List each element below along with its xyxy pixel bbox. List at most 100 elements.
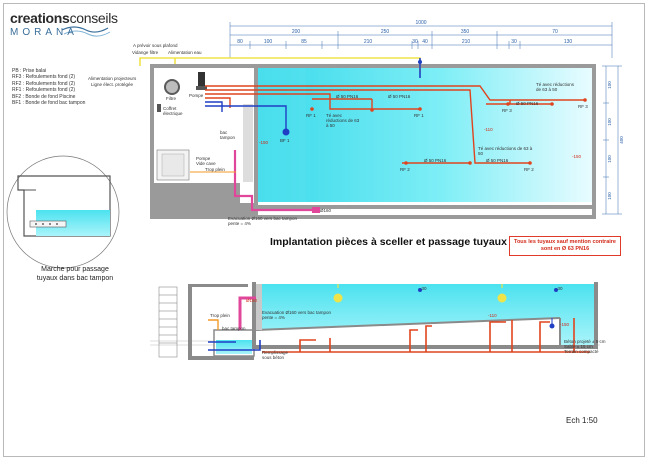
- dim-row1: 200: [292, 29, 301, 35]
- drawing-sheet: [3, 3, 645, 457]
- label-coffret: Coffret électrique: [163, 106, 183, 116]
- label-rf3: RF 3: [578, 104, 588, 109]
- label-alimentation-eau: Alimentation eau: [168, 50, 202, 55]
- label-terrain: Terrain compacté: [564, 349, 599, 354]
- main-drain-bf1: [282, 128, 290, 136]
- label-rf2: RF 2: [400, 167, 410, 172]
- logo-subtitle: MORANA: [10, 27, 78, 38]
- dim-right-part: 100: [607, 81, 612, 89]
- section-pool-shell: [252, 282, 598, 349]
- section-tech-room-wall: [188, 284, 192, 360]
- evacuation-pipe: [233, 150, 312, 212]
- dim-right-total: 400: [619, 136, 624, 144]
- pump-unit: [198, 72, 205, 86]
- label-pipe-50: Ø 50 PN16: [516, 101, 539, 106]
- dim-row2: 85: [301, 39, 307, 45]
- electric-box: [157, 104, 161, 112]
- top-dimensions: [229, 22, 613, 58]
- label-bac-tampon-section: bac tampon: [222, 326, 246, 331]
- label-reductions-top: Té avec réductions de 63 à 50: [536, 82, 575, 92]
- dim-row2: 80: [237, 39, 243, 45]
- label-pipe-50: Ø 50 PN16: [388, 94, 411, 99]
- red-pipe-network: [205, 85, 585, 164]
- dim-row1: 350: [461, 29, 470, 35]
- label-pompe: Pompe: [189, 93, 204, 98]
- logo-wave: [61, 26, 109, 33]
- label-evacuation-section: Evacuation Ø160 vers bac tampon pente = …: [262, 310, 332, 320]
- pool-step-zone: [258, 68, 306, 202]
- skimmer-blue: [418, 288, 422, 292]
- legend-item: PB : Prise balai: [12, 68, 47, 74]
- scale-label: Ech 1:50: [566, 416, 598, 425]
- inset-caption: Marche pour passage tuyaux dans bac tamp…: [20, 265, 130, 283]
- label-bac-tampon: bac tampon: [220, 130, 236, 140]
- pool-light: [333, 293, 343, 303]
- dim-total: 1000: [415, 20, 426, 26]
- drawing-title: Implantation pièces à sceller et passage…: [270, 236, 507, 248]
- dim-row2: 40: [422, 39, 428, 45]
- label-rf1: RF 1: [414, 113, 424, 118]
- legend-item: BF2 : Bonde de fond Piscine: [12, 93, 76, 100]
- label-evac-160: Ø160: [320, 208, 332, 213]
- legend-item: RF2 : Refoulements fond (2): [12, 80, 76, 87]
- section-red-pipes: [262, 318, 590, 353]
- label-depth-30: -30: [420, 286, 427, 291]
- label-depth-110: -110: [484, 127, 493, 132]
- label-trop-plein: Trop plein: [205, 167, 225, 172]
- dim-row2: 30: [511, 39, 517, 45]
- section-pool-floor: [256, 318, 560, 345]
- label-rf3: RF 3: [502, 108, 512, 113]
- access-stairs: [158, 286, 178, 358]
- pool-bottom-wall: [258, 205, 592, 209]
- label-sable: Sable ± 15 cm: [564, 344, 593, 349]
- dim-right-part: 100: [607, 155, 612, 163]
- label-alim-projecteurs: Alimentation projecteurs: [88, 76, 137, 81]
- dim-row1: 70: [552, 29, 558, 35]
- label-pompe-vide-cave: Pompe Vide cave: [196, 156, 216, 166]
- label-evacuation: Evacuation Ø160 vers bac tampon pente = …: [228, 216, 298, 226]
- inlet-points: [310, 98, 587, 165]
- inset-step-detail: [17, 175, 111, 237]
- label-pipe-50: Ø 50 PN16: [424, 158, 447, 163]
- right-dimensions: [602, 65, 622, 215]
- section-overflow: [208, 319, 219, 330]
- dim-row2: 100: [264, 39, 273, 45]
- company-logo: creationsconseils MORANA: [10, 10, 118, 38]
- dim-row2: 30: [412, 39, 418, 45]
- dim-row2: 210: [364, 39, 373, 45]
- label-ligne-elec: Ligne élect. protégée: [91, 82, 134, 87]
- label-pipe-50: Ø 50 PN16: [486, 158, 509, 163]
- label-pipe-50: Ø 50 PN16: [336, 94, 359, 99]
- buffer-tank-inner: [243, 104, 253, 182]
- label-filtre: Filtre: [166, 96, 176, 101]
- inset-caption-line: Marche pour passage: [41, 266, 109, 273]
- dim-row2: 210: [462, 39, 471, 45]
- blue-pipe-network: [205, 101, 287, 130]
- label-remplissage: Remplissage sous béton: [262, 350, 289, 360]
- dim-right-part: 100: [607, 192, 612, 200]
- logo-wordmark: creationsconseils: [10, 10, 118, 26]
- label-trop-plein-section: Trop plein: [210, 313, 230, 318]
- pump-pit-inner: [161, 153, 185, 177]
- section-evacuation-pipe: [238, 296, 256, 330]
- label-beton: Béton projeté ± 5 cm: [564, 339, 606, 344]
- label-rf2: RF 2: [524, 167, 534, 172]
- label-depth-150: -150: [572, 154, 582, 159]
- label-depth-150-section: -150: [560, 322, 570, 327]
- label-depth-110-section: -110: [488, 313, 497, 318]
- logo-wave: [63, 30, 111, 37]
- pieces-legend: PB : Prise balai RF3 : Refoulements fond…: [12, 68, 85, 106]
- dim-row2: 130: [564, 39, 573, 45]
- legend-item: RF1 : Refoulements fond (2): [12, 87, 76, 94]
- legend-item: BF1 : Bonde de fond bac tampon: [12, 100, 86, 107]
- label-reductions-mid: Té avec réductions de 63 à 50: [478, 146, 533, 156]
- pipe-note: Tous les tuyaux sauf mention contraire s…: [509, 236, 621, 256]
- label-vidange: Vidange filtre: [132, 50, 159, 55]
- label-reductions-left: Té avec réductions de 63 à 50: [326, 113, 360, 128]
- label-evac-160-section: Ø160: [246, 298, 258, 303]
- label-depth-30: -30: [556, 286, 563, 291]
- label-a-prevoir: A prévoir sous plafond: [133, 43, 178, 48]
- label-bf1: BF 1: [280, 138, 290, 143]
- pool-light: [497, 293, 507, 303]
